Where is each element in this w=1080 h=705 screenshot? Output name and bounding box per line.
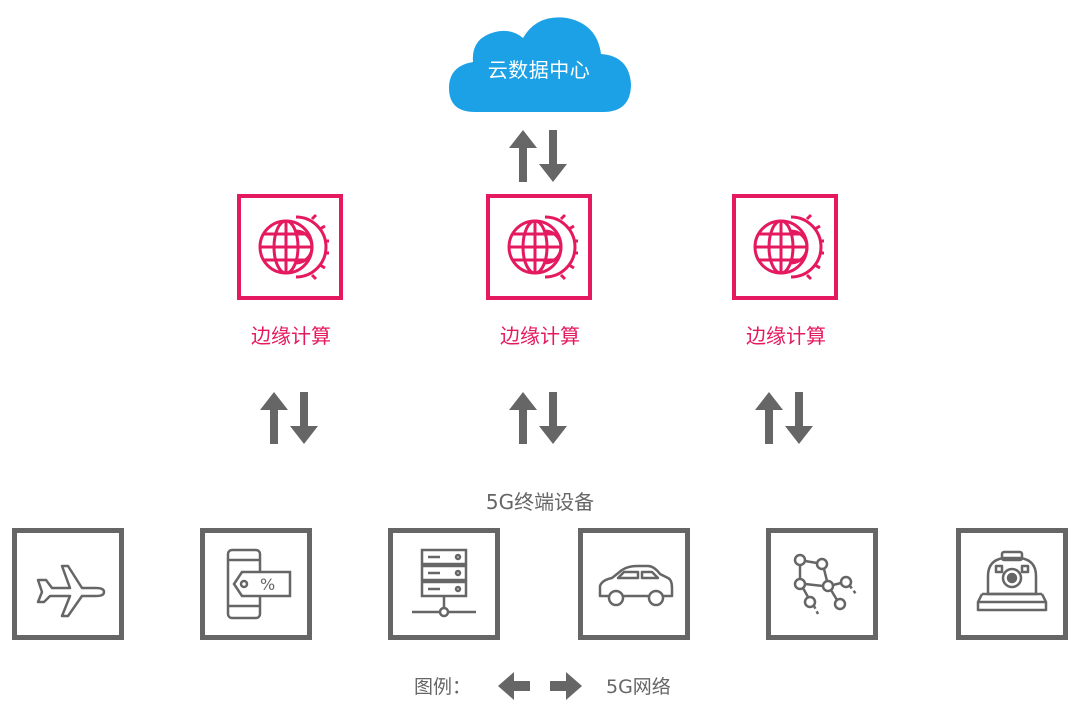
bidirectional-arrow-icon bbox=[260, 392, 318, 444]
cloud-label: 云数据中心 bbox=[487, 58, 591, 82]
globe-gear-icon bbox=[507, 213, 578, 281]
cloud-icon bbox=[449, 17, 631, 112]
device-box-server bbox=[388, 528, 500, 640]
network-link-arrows bbox=[256, 390, 326, 448]
car-icon bbox=[598, 564, 674, 607]
device-box-robot bbox=[956, 528, 1068, 640]
svg-text:%: % bbox=[260, 575, 275, 594]
device-box-phone: % bbox=[200, 528, 312, 640]
legend-prefix: 图例： bbox=[414, 676, 472, 698]
server-icon bbox=[412, 548, 476, 618]
edge-node-label: 边缘计算 bbox=[500, 324, 580, 348]
globe-gear-icon bbox=[258, 213, 329, 281]
robot-vacuum-icon bbox=[976, 550, 1048, 612]
airplane-icon bbox=[36, 564, 106, 618]
bidirectional-arrow-icon bbox=[509, 130, 567, 182]
device-box-airplane bbox=[12, 528, 124, 640]
edge-node-box bbox=[486, 194, 592, 300]
legend-label: 5G网络 bbox=[606, 676, 671, 698]
devices-section-label: 5G终端设备 bbox=[485, 490, 595, 514]
edge-node-box bbox=[237, 194, 343, 300]
bidirectional-arrow-icon bbox=[509, 392, 567, 444]
edge-node-label: 边缘计算 bbox=[251, 324, 331, 348]
bidirectional-horizontal-arrow-icon bbox=[498, 672, 582, 700]
edge-node-box bbox=[732, 194, 838, 300]
bidirectional-arrow-icon bbox=[755, 392, 813, 444]
network-link-arrows bbox=[505, 390, 575, 448]
edge-node-label: 边缘计算 bbox=[746, 324, 826, 348]
network-link-arrows bbox=[505, 128, 575, 186]
globe-gear-icon bbox=[753, 213, 824, 281]
device-box-network bbox=[766, 528, 878, 640]
cloud-data-center bbox=[445, 10, 635, 120]
network-nodes-icon bbox=[793, 553, 857, 615]
phone-discount-icon: % bbox=[226, 548, 292, 620]
device-box-car bbox=[578, 528, 690, 640]
legend-arrows bbox=[494, 668, 586, 704]
network-link-arrows bbox=[751, 390, 821, 448]
